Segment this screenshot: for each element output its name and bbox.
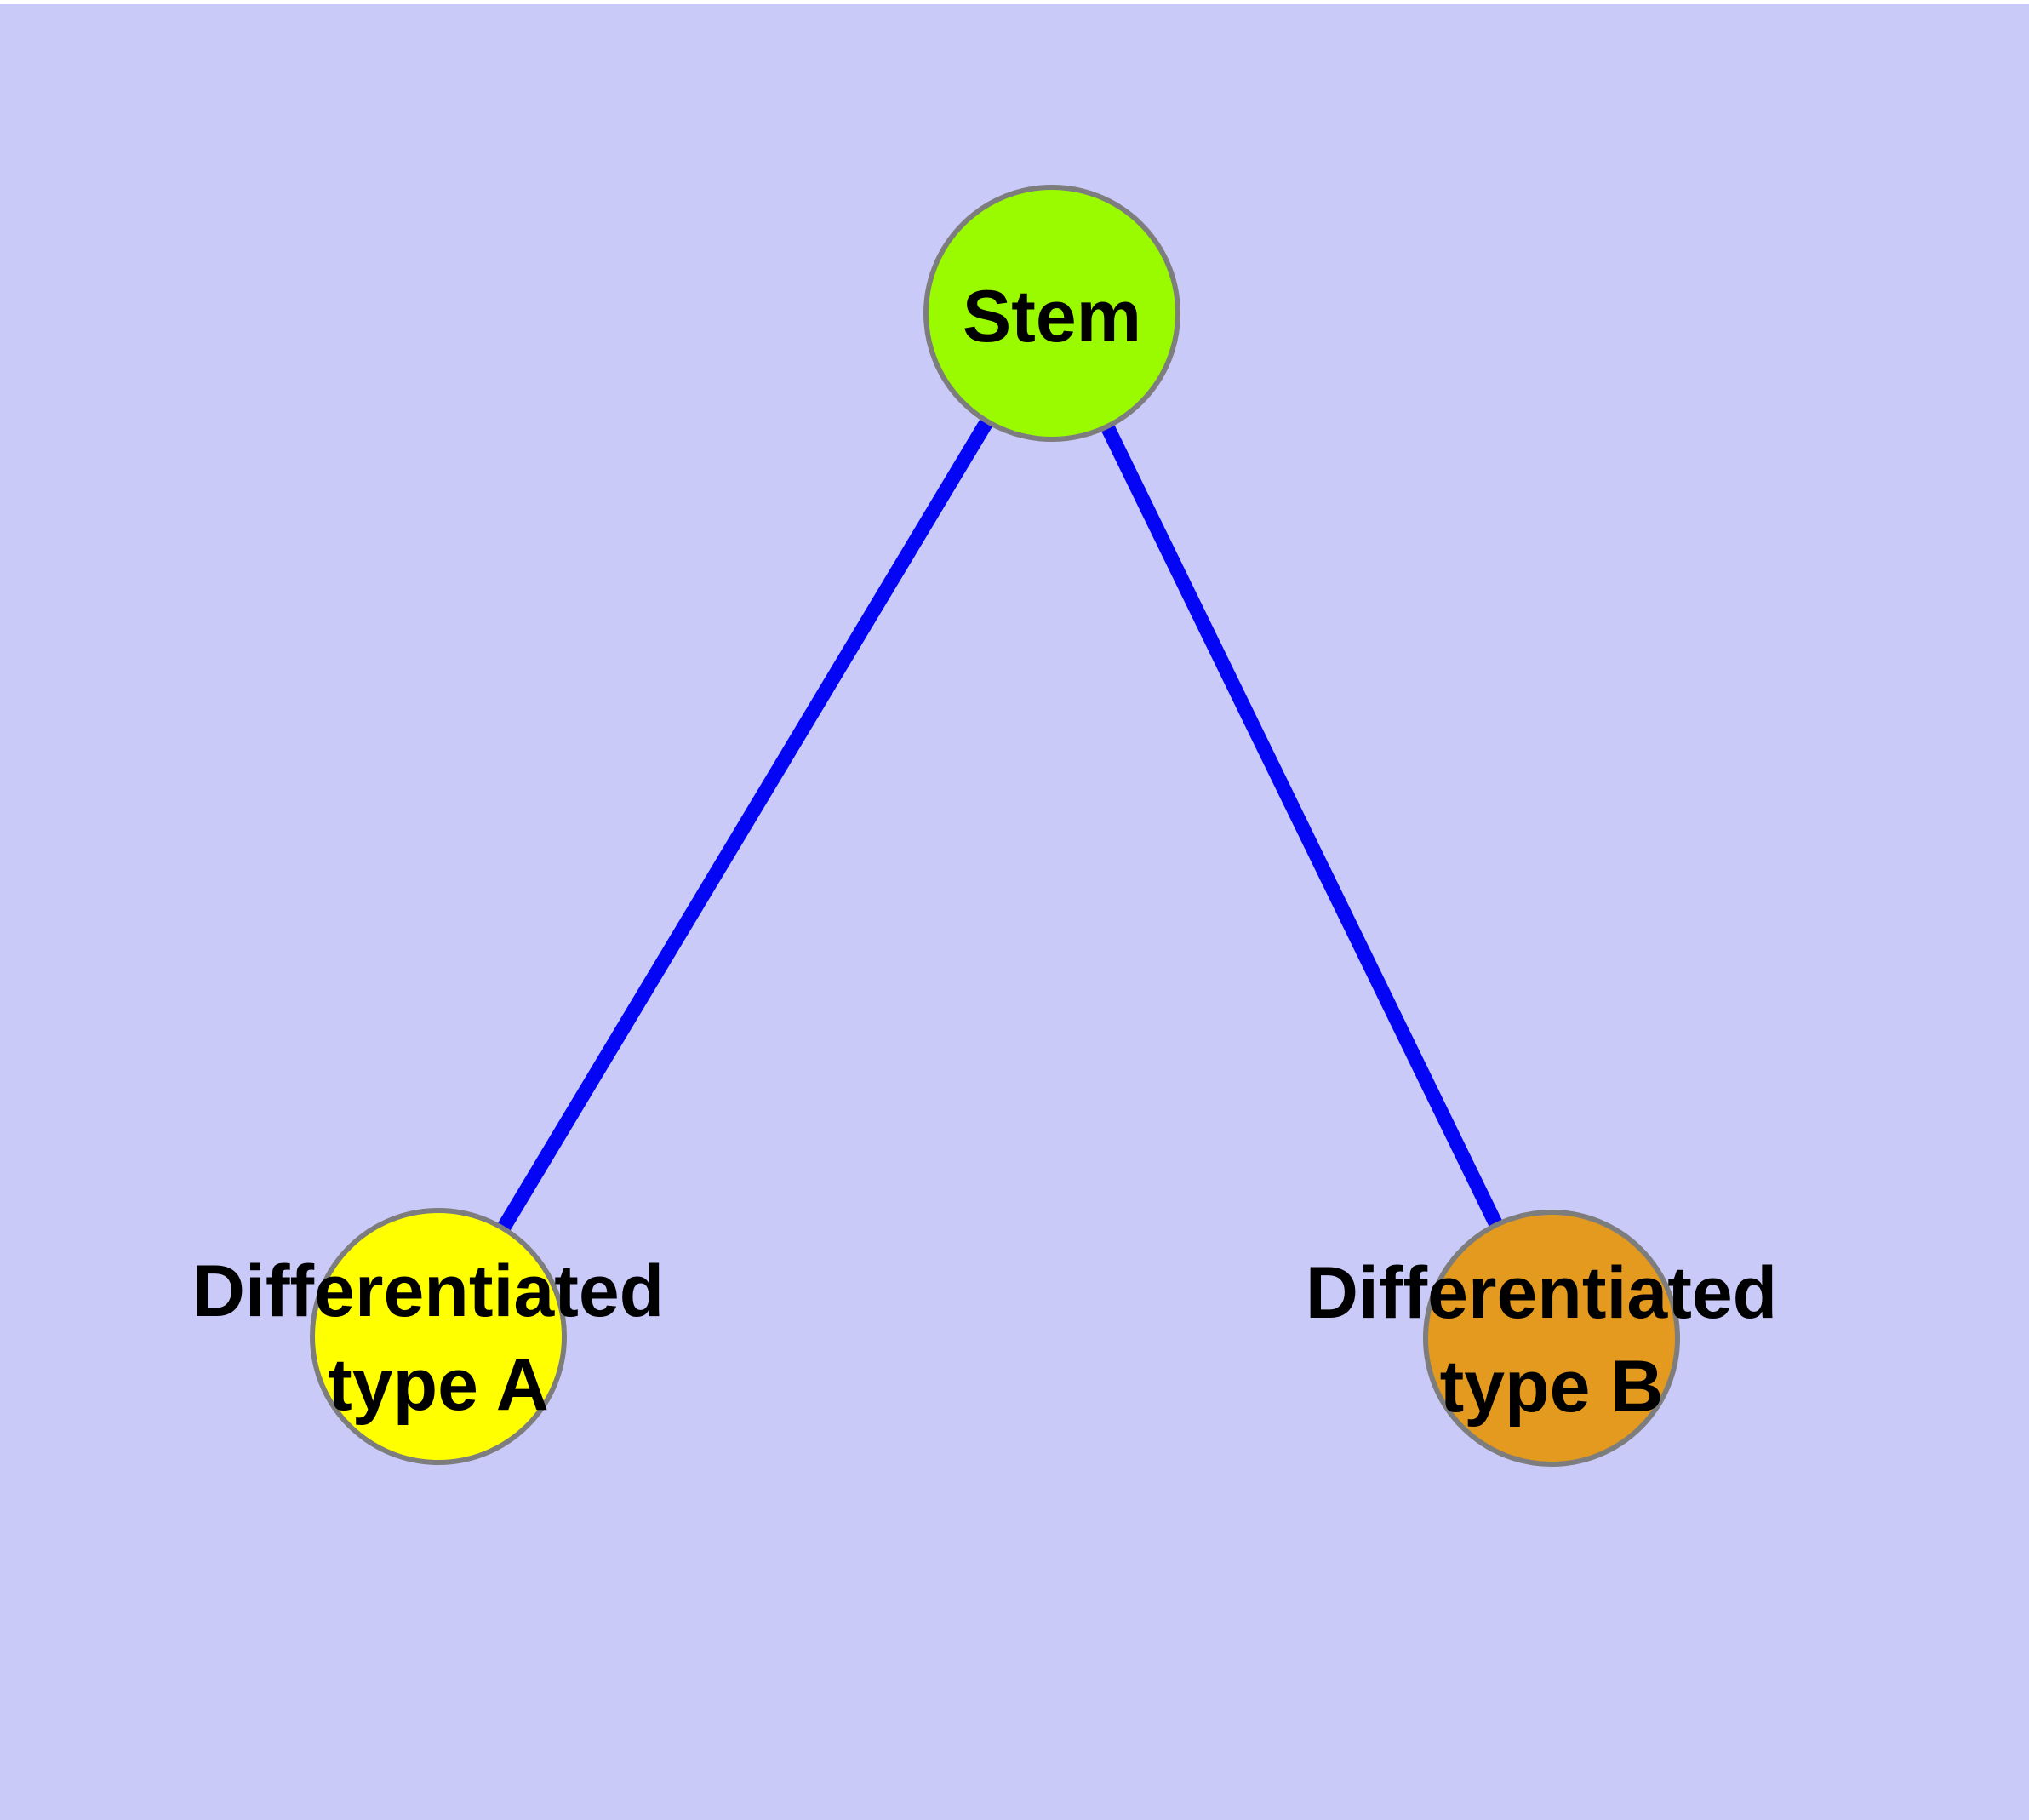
node-differentiated-type-b [1423,1210,1680,1467]
node-type-b-label: Differentiated type B [1306,1252,1798,1428]
edge-stem-to-type-b [1045,310,1558,1342]
node-type-a-label: Differentiated type A [192,1251,684,1426]
node-stem [923,185,1180,442]
node-type-b-label-line1: Differentiated [1306,1252,1777,1334]
node-stem-label: Stem [963,276,1141,358]
edge-stem-to-type-a [432,309,1059,1341]
node-differentiated-type-a [310,1208,567,1465]
node-type-b-label-line2: type B [1440,1346,1664,1428]
node-type-a-label-line1: Differentiated [192,1251,664,1332]
node-type-a-label-line2: type A [328,1344,549,1426]
